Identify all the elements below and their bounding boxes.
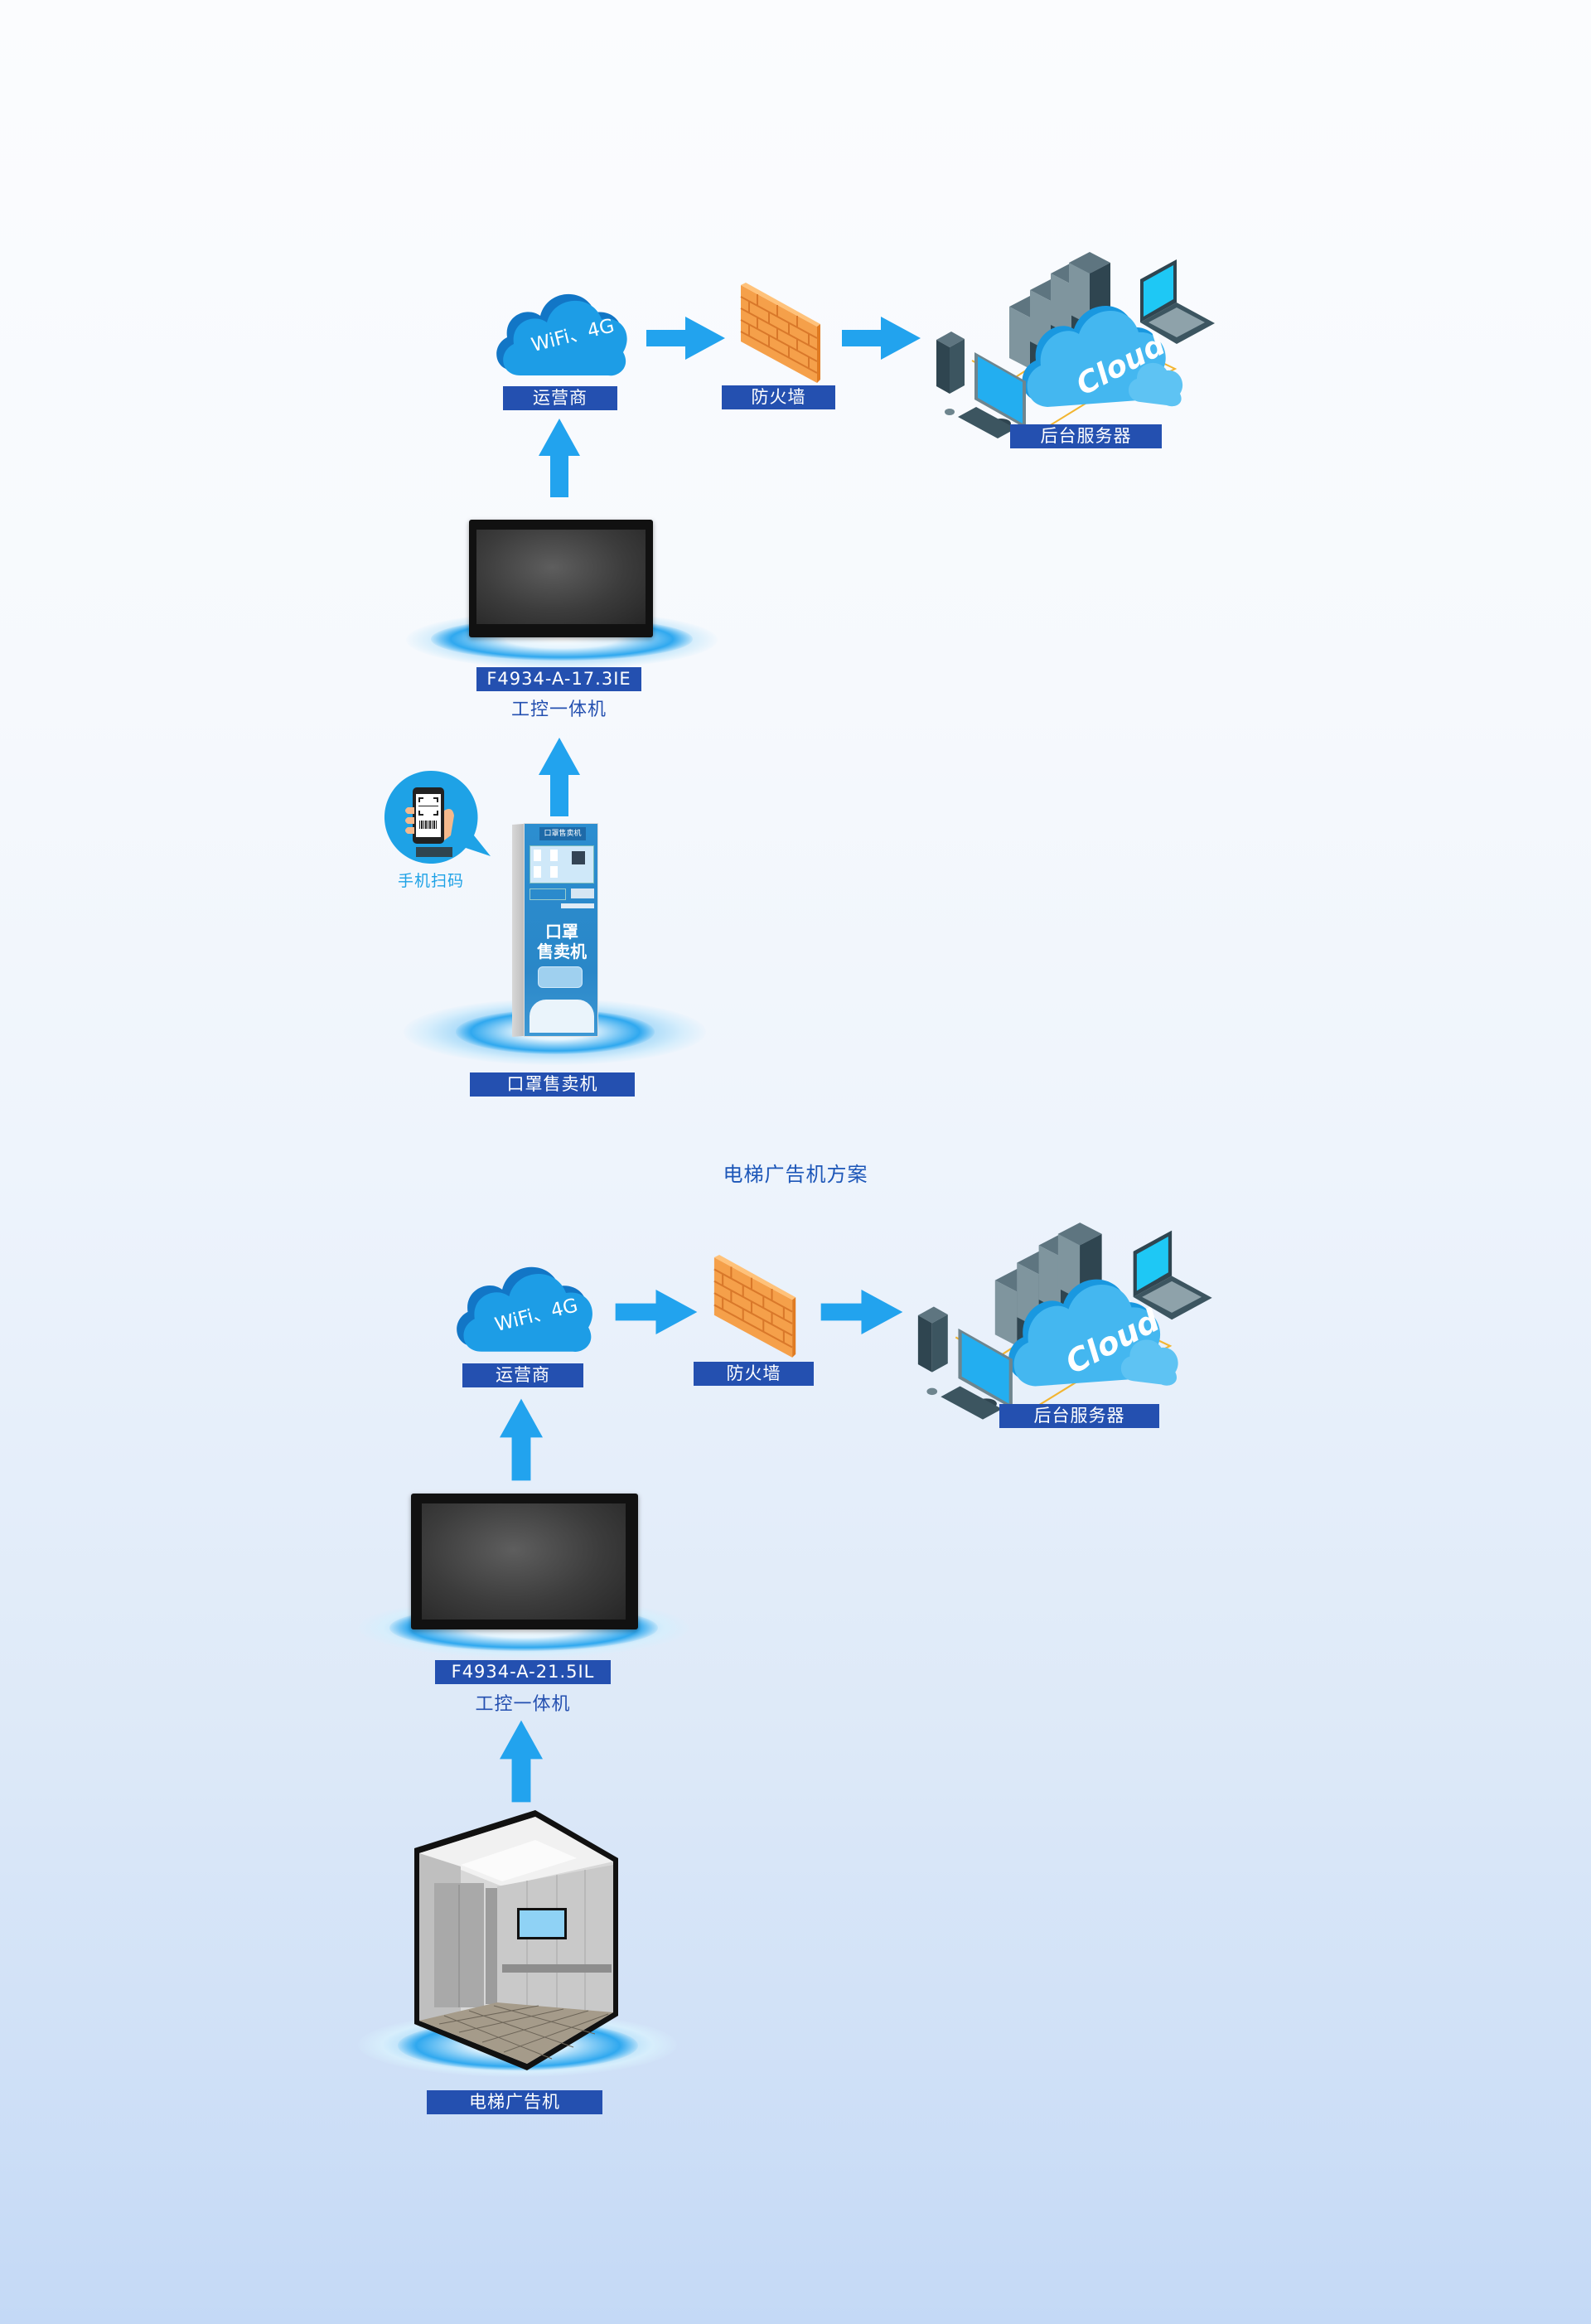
machine-body-text: 口罩 售卖机 [537,922,587,961]
arrow-up-icon [539,738,580,816]
firewall-icon [740,283,820,383]
carrier-label: 运营商 [503,386,617,410]
carrier-cloud-icon [457,1266,592,1352]
arrow-up-icon [539,419,580,497]
mask-icon [538,966,583,988]
elevator-cabin-icon [414,1810,618,2070]
cloud-server-icon: Cloud [936,252,1215,438]
arrow-right-icon [820,1290,903,1334]
terminal-caption: 工控一体机 [475,1694,571,1715]
scan-label: 手机扫码 [398,872,465,890]
touch-screen [530,845,594,884]
arrow-up-icon [500,1398,543,1481]
carrier-label: 运营商 [462,1363,583,1387]
panel-title: 口罩售卖机 [539,827,586,840]
firewall-label: 防火墙 [722,385,835,409]
firewall-label: 防火墙 [694,1362,814,1386]
arrow-right-icon [615,1290,698,1334]
server-label: 后台服务器 [999,1404,1159,1428]
arrow-right-icon [646,317,725,360]
device-label: 口罩售卖机 [470,1072,635,1097]
terminal-model-label: F4934-A-21.5IL [435,1660,611,1684]
industrial-panel-pc-17 [469,520,653,637]
arrow-up-icon [500,1720,543,1803]
terminal-model-label: F4934-A-17.3IE [476,667,641,691]
firewall-icon [713,1255,796,1358]
arrow-right-icon [842,317,921,360]
device-label: 电梯广告机 [427,2090,602,2114]
carrier-cloud-icon [496,293,627,376]
mask-vending-machine: 口罩售卖机 口罩 售卖机 [512,823,599,1037]
server-label: 后台服务器 [1010,424,1162,448]
cloud-server-icon: Cloud [917,1223,1212,1420]
section-title: 电梯广告机方案 [723,1163,868,1186]
terminal-caption: 工控一体机 [510,700,607,720]
phone-scan-icon [384,770,491,864]
industrial-panel-pc-21 [411,1494,638,1629]
